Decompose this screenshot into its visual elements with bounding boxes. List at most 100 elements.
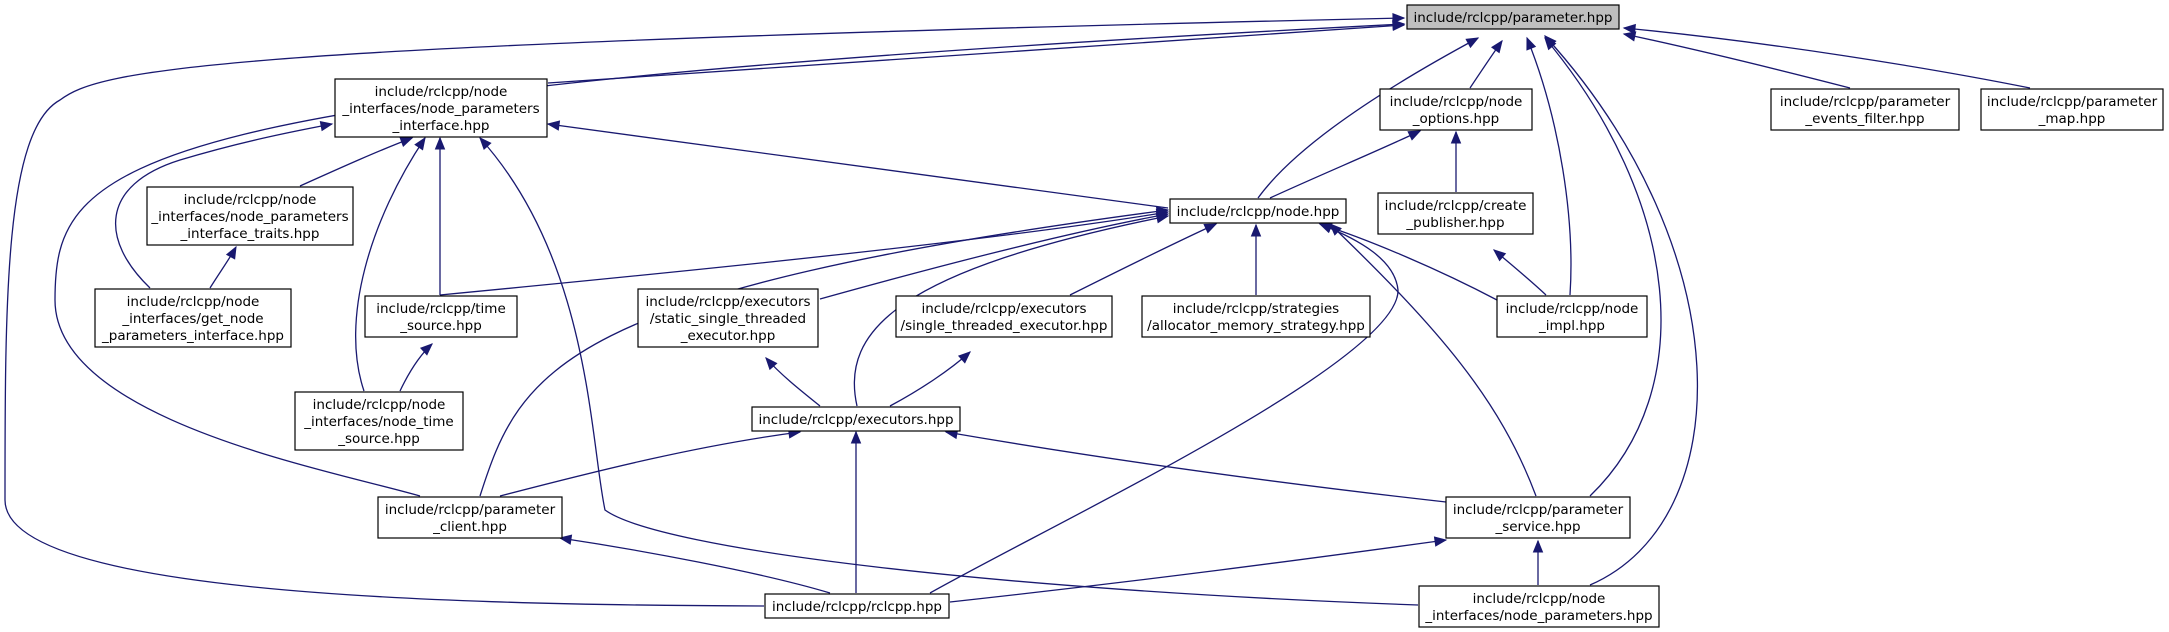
edge-ntime-to-time_source: [399, 343, 433, 392]
node-box: [1418, 585, 1660, 628]
edge-pservice-to-node: [1329, 223, 1537, 497]
node-label-line: _events_filter.hpp: [1804, 111, 1924, 127]
edge-executors-to-single_exec: [889, 351, 971, 407]
edge-pclient-to-node: [479, 206, 1170, 497]
node-rclcpp[interactable]: include/rclcpp/rclcpp.hpp: [764, 593, 950, 619]
edge-node_impl-to-create_pub: [1492, 249, 1547, 296]
node-node[interactable]: include/rclcpp/node.hpp: [1169, 198, 1347, 224]
edge-node-to-node_options: [1269, 130, 1422, 199]
node-box: [1169, 198, 1347, 224]
node-label-line: include/rclcpp/node: [127, 294, 260, 310]
arrowhead: [479, 137, 492, 151]
edge-line: [1329, 223, 1537, 497]
node-label-line: _parameters_interface.hpp: [101, 328, 284, 344]
node-box: [895, 295, 1113, 338]
arrowhead: [1433, 536, 1448, 547]
node-label-line: include/rclcpp/strategies: [1173, 301, 1339, 317]
arrowhead: [546, 120, 561, 131]
node-pservice[interactable]: include/rclcpp/parameter_service.hpp: [1445, 496, 1631, 539]
node-box: [751, 406, 961, 432]
node-box: [1141, 295, 1371, 338]
node-label-line: _source.hpp: [399, 318, 482, 334]
node-pmap[interactable]: include/rclcpp/parameter_map.hpp: [1980, 88, 2164, 131]
arrowhead: [1407, 130, 1422, 141]
node-label-line: _service.hpp: [1494, 519, 1580, 535]
edge-executors-to-stexec: [765, 357, 821, 407]
node-label-line: /allocator_memory_strategy.hpp: [1147, 318, 1365, 334]
edge-line: [1257, 37, 1479, 199]
arrowhead: [957, 351, 971, 364]
node-stexec[interactable]: include/rclcpp/executors/static_single_t…: [637, 288, 819, 348]
node-time-source[interactable]: include/rclcpp/time_source.hpp: [364, 295, 518, 338]
edge-nparams-to-pservice: [1532, 539, 1544, 585]
edge-line: [547, 24, 1405, 84]
edge-npit-to-npi: [299, 137, 414, 187]
node-label-line: include/rclcpp/rclcpp.hpp: [772, 599, 942, 615]
node-label-line: _client.hpp: [432, 519, 507, 535]
node-create-pub[interactable]: include/rclcpp/create_publisher.hpp: [1377, 192, 1534, 235]
edge-node_impl-to-parameter: [1526, 36, 1572, 296]
edge-line: [559, 537, 831, 594]
edge-layer: [4, 13, 2031, 607]
edge-node-to-npi: [546, 120, 1169, 209]
node-pclient[interactable]: include/rclcpp/parameter_client.hpp: [377, 496, 563, 539]
node-box: [334, 78, 548, 138]
node-label-line: _interface.hpp: [392, 118, 490, 134]
node-ntime[interactable]: include/rclcpp/node_interfaces/node_time…: [294, 391, 464, 451]
edge-line: [949, 539, 1447, 603]
node-label-line: include/rclcpp/node: [313, 397, 446, 413]
node-nparams[interactable]: include/rclcpp/node_interfaces/node_para…: [1418, 585, 1660, 628]
arrowhead: [434, 136, 446, 150]
node-label-line: include/rclcpp/parameter: [1780, 94, 1951, 110]
node-box: [94, 288, 292, 348]
edge-line: [355, 137, 426, 392]
node-label-line: _interfaces/node_parameters: [341, 101, 539, 117]
arrowhead: [419, 343, 433, 356]
edge-line: [499, 431, 801, 497]
edge-line: [889, 351, 971, 407]
edge-pservice-to-parameter: [1544, 36, 1662, 497]
node-label-line: _map.hpp: [2038, 111, 2106, 127]
node-single-exec[interactable]: include/rclcpp/executors/single_threaded…: [895, 295, 1113, 338]
edge-nparams-to-parameter: [1544, 35, 1698, 586]
node-label-line: _interfaces/node_time: [303, 414, 453, 430]
edge-create_pub-to-node_options: [1450, 130, 1462, 192]
edge-pef-to-parameter: [1622, 31, 1851, 89]
edge-pmap-to-parameter: [1622, 23, 2031, 89]
node-label-line: include/rclcpp/node: [1390, 94, 1523, 110]
node-box: [146, 186, 354, 246]
node-label-line: include/rclcpp/executors: [921, 301, 1086, 317]
edge-node_impl-to-node: [1318, 222, 1498, 301]
node-pef[interactable]: include/rclcpp/parameter_events_filter.h…: [1770, 88, 1960, 131]
node-box: [294, 391, 464, 451]
edge-line: [1544, 37, 1662, 497]
edge-line: [945, 431, 1447, 503]
node-npi[interactable]: include/rclcpp/node_interfaces/node_para…: [334, 78, 548, 138]
node-label-line: include/rclcpp/parameter: [385, 502, 556, 518]
edge-rclcpp-to-executors: [850, 430, 862, 593]
node-node-impl[interactable]: include/rclcpp/node_impl.hpp: [1496, 295, 1648, 338]
edge-stexec-to-node: [819, 210, 1170, 300]
edge-pclient-to-executors: [499, 428, 802, 497]
node-label-line: _interfaces/get_node: [121, 311, 263, 327]
node-npit[interactable]: include/rclcpp/node_interfaces/node_para…: [146, 186, 354, 246]
arrowhead: [1392, 13, 1406, 24]
node-node-options[interactable]: include/rclcpp/node_options.hpp: [1379, 88, 1533, 131]
node-box: [1406, 4, 1620, 30]
edge-line: [1623, 33, 1851, 89]
node-executors[interactable]: include/rclcpp/executors.hpp: [751, 406, 961, 432]
node-allocator[interactable]: include/rclcpp/strategies/allocator_memo…: [1141, 295, 1371, 338]
node-label-line: _interfaces/node_parameters.hpp: [1424, 608, 1652, 624]
edge-line: [1623, 27, 2031, 89]
edge-line: [929, 223, 1399, 594]
arrowhead: [1622, 23, 1636, 35]
node-label-line: include/rclcpp/time: [376, 301, 506, 317]
edge-pclient-to-parameter: [54, 19, 1406, 497]
edge-rclcpp-to-pservice: [949, 536, 1448, 603]
node-getnpi[interactable]: include/rclcpp/node_interfaces/get_node_…: [94, 288, 292, 348]
arrowhead: [558, 534, 573, 545]
arrowhead: [1465, 37, 1480, 49]
edge-rclcpp-to-pclient: [558, 534, 831, 594]
edge-getnpi-to-npi: [115, 120, 334, 289]
node-parameter[interactable]: include/rclcpp/parameter.hpp: [1406, 4, 1620, 30]
